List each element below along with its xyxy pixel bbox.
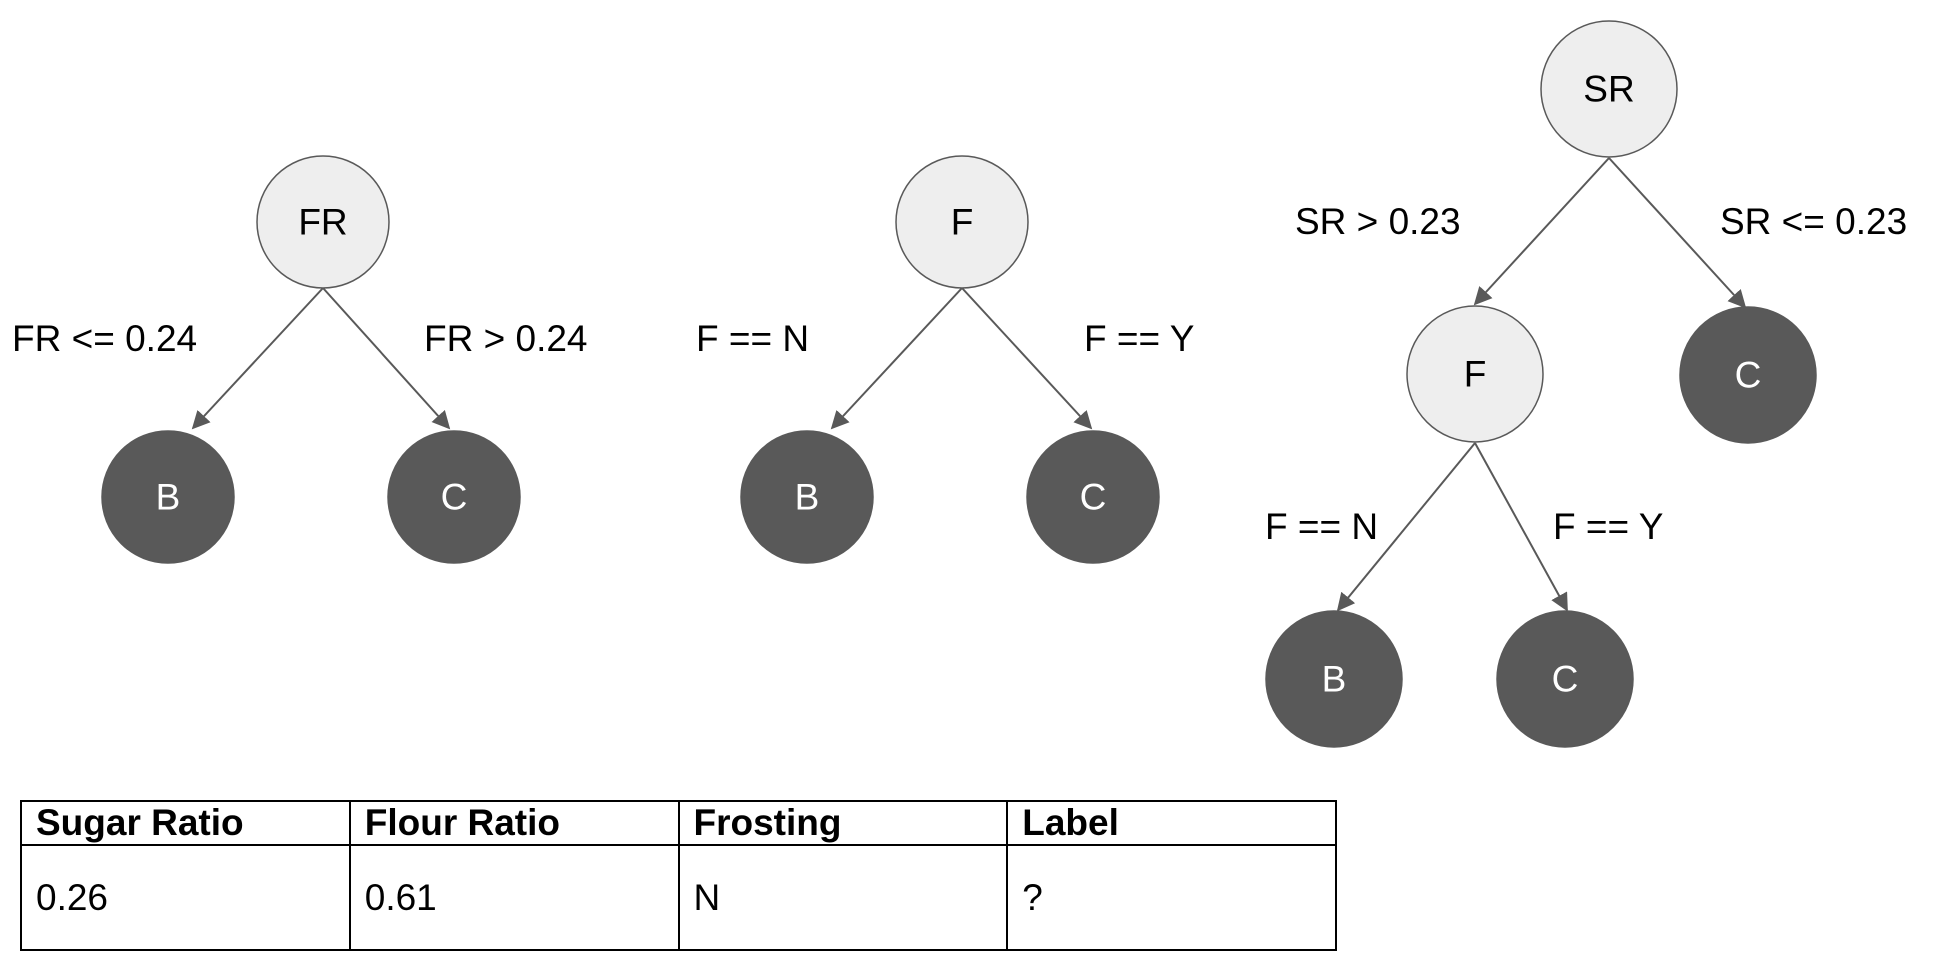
tree-2-root-label: F [951,202,974,243]
tree-3-root-node: SR [1540,20,1678,158]
header-label: Label [1006,800,1337,846]
tree-3-leaf-sub-right: C [1496,610,1634,748]
tree-3-leaf-right-label: C [1735,355,1762,396]
tree-1: FR <= 0.24 FR > 0.24 FR B C [12,155,588,564]
tree-1-edge-right-label: FR > 0.24 [424,318,588,359]
tree-3-edge-sub-left [1336,442,1476,612]
tree-2-edge-right-label: F == Y [1084,318,1194,359]
tree-3-edge-left-label: SR > 0.23 [1295,201,1461,242]
sample-data-table: Sugar Ratio Flour Ratio Frosting Label 0… [20,800,1337,951]
tree-3-leaf-sub-left-label: B [1322,659,1347,700]
tree-2: F == N F == Y F B C [696,155,1194,564]
tree-3-leaf-sub-left: B [1265,610,1403,748]
cell-frosting: N [677,844,1009,951]
tree-3-edge-sub-right [1474,442,1568,612]
tree-3-edge-right-label: SR <= 0.23 [1720,201,1907,242]
tree-1-root-node: FR [256,155,390,289]
tree-1-edge-left [191,287,324,430]
tree-3-edge-right [1608,157,1747,309]
tree-1-leaf-right-label: C [441,477,468,518]
tree-2-leaf-right-label: C [1080,477,1107,518]
tree-3-edge-left [1473,157,1610,306]
tree-3-edge-sub-left-label: F == N [1265,506,1378,547]
header-sugar-ratio: Sugar Ratio [20,800,351,846]
tree-3-root-label: SR [1583,69,1634,110]
tree-2-root-node: F [895,155,1029,289]
cell-sugar-ratio: 0.26 [20,844,351,951]
tree-1-edge-right [322,287,451,430]
tree-1-edge-left-label: FR <= 0.24 [12,318,197,359]
tree-3-leaf-right: C [1679,306,1817,444]
tree-1-leaf-left: B [101,430,235,564]
tree-2-edge-right [961,287,1093,430]
cell-flour-ratio: 0.61 [348,844,680,951]
header-frosting: Frosting [677,800,1009,846]
tree-3-edge-sub-right-label: F == Y [1553,506,1663,547]
tree-2-leaf-left-label: B [795,477,820,518]
tree-1-leaf-left-label: B [156,477,181,518]
tree-2-leaf-right: C [1026,430,1160,564]
table-header-row: Sugar Ratio Flour Ratio Frosting Label [20,800,1337,846]
tree-1-root-label: FR [298,202,347,243]
tree-3-leaf-sub-right-label: C [1552,659,1579,700]
tree-2-edge-left-label: F == N [696,318,809,359]
tree-3: SR > 0.23 SR <= 0.23 F == N F == Y SR F … [1265,20,1907,748]
table-row: 0.26 0.61 N ? [20,844,1337,951]
tree-1-leaf-right: C [387,430,521,564]
tree-2-leaf-left: B [740,430,874,564]
tree-3-inner-label: F [1464,354,1487,395]
header-flour-ratio: Flour Ratio [348,800,680,846]
tree-3-inner-node: F [1406,305,1544,443]
tree-2-edge-left [830,287,963,430]
cell-label: ? [1006,844,1337,951]
